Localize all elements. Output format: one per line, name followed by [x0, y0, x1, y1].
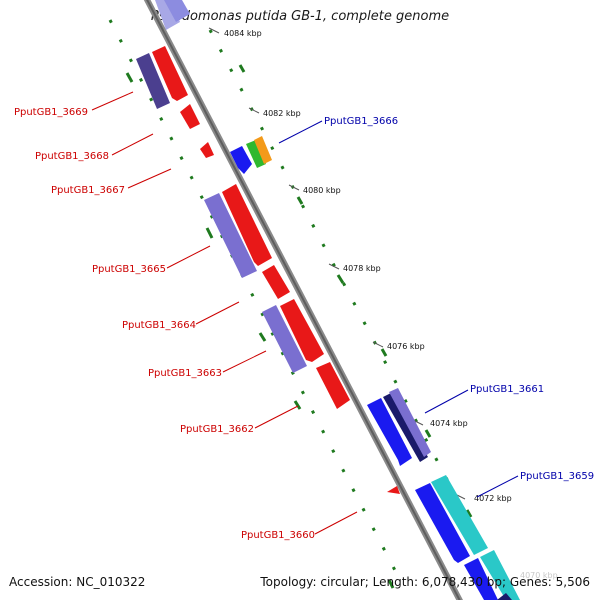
- gene-feature: [230, 146, 252, 174]
- gene-label-3666: PputGB1_3666: [324, 116, 398, 127]
- forward-strand-genes: [164, 0, 520, 600]
- accession-text: Accession: NC_010322: [9, 575, 146, 589]
- gene-feature: [415, 483, 470, 563]
- gene-feature: [180, 104, 200, 129]
- gene-feature: [254, 136, 272, 164]
- gene-feature: [222, 184, 272, 266]
- kbp-label-4078: 4078 kbp: [343, 264, 381, 273]
- reverse-strand-genes: [136, 0, 400, 494]
- gene-feature: [204, 193, 257, 278]
- genome-title: Pseudomonas putida GB-1, complete genome: [150, 9, 450, 24]
- gene-feature: [316, 362, 350, 409]
- gc-track-right: [208, 29, 502, 581]
- kbp-label-4070: 4070 kbp: [520, 571, 558, 580]
- gene-label-3669: PputGB1_3669: [14, 107, 88, 118]
- gene-feature: [262, 265, 290, 299]
- gene-feature: [389, 388, 431, 457]
- gene-labels-reverse: PputGB1_3669 PputGB1_3668 PputGB1_3667 P…: [14, 107, 315, 541]
- kbp-label-4084: 4084 kbp: [224, 29, 262, 38]
- kbp-label-4082: 4082 kbp: [263, 109, 301, 118]
- gene-feature: [200, 142, 214, 158]
- gc-track-left: [108, 19, 402, 581]
- gene-feature: [464, 558, 498, 600]
- gene-label-3661: PputGB1_3661: [470, 384, 544, 395]
- gene-feature: [387, 486, 400, 494]
- gene-feature: [497, 593, 512, 600]
- gene-label-3665: PputGB1_3665: [92, 264, 166, 275]
- gene-label-3664: PputGB1_3664: [122, 320, 196, 331]
- kbp-label-4074: 4074 kbp: [430, 419, 468, 428]
- gene-feature: [280, 299, 324, 362]
- gene-feature: [383, 393, 428, 462]
- gene-feature: [480, 550, 520, 600]
- gene-feature: [152, 46, 188, 101]
- gene-label-3659: PputGB1_3659: [520, 471, 594, 482]
- gene-label-3668: PputGB1_3668: [35, 151, 109, 162]
- gene-feature: [246, 140, 266, 168]
- gene-label-3660: PputGB1_3660: [241, 530, 315, 541]
- gene-feature: [367, 398, 412, 466]
- scale-labels: 4084 kbp 4082 kbp 4080 kbp 4078 kbp 4076…: [224, 29, 558, 580]
- label-leaders-forward: [278, 120, 519, 498]
- gene-label-3663: PputGB1_3663: [148, 368, 222, 379]
- label-leaders-reverse: [91, 91, 358, 535]
- gene-feature: [262, 305, 307, 373]
- genome-backbone: [143, 0, 463, 600]
- gene-label-3667: PputGB1_3667: [51, 185, 125, 196]
- gc-skew-marks: [125, 64, 473, 589]
- gene-feature: [136, 53, 170, 109]
- kbp-label-4080: 4080 kbp: [303, 186, 341, 195]
- gene-label-3662: PputGB1_3662: [180, 424, 254, 435]
- kbp-label-4076: 4076 kbp: [387, 342, 425, 351]
- gene-feature: [431, 475, 488, 555]
- gene-labels-forward: PputGB1_3666 PputGB1_3661 PputGB1_3659: [324, 116, 594, 482]
- gene-feature: [164, 0, 190, 22]
- topology-text: Topology: circular; Length: 6,078,430 bp…: [260, 575, 590, 589]
- kbp-label-4072: 4072 kbp: [474, 494, 512, 503]
